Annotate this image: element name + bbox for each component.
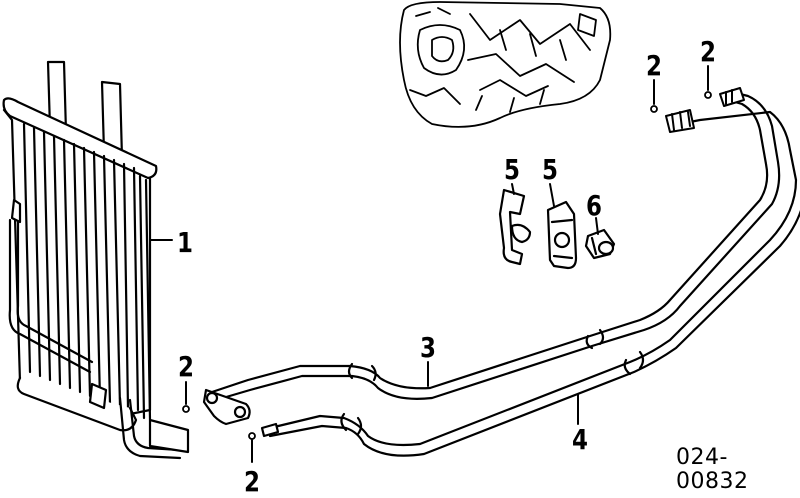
cooler-line-lower <box>268 110 800 457</box>
callout-cooler: 1 <box>177 226 193 259</box>
callout-bracket-left: 5 <box>504 153 520 186</box>
bracket-right <box>546 200 578 270</box>
bracket-left <box>498 188 532 266</box>
callout-fitting: 6 <box>586 189 602 222</box>
callout-clip-lower-bottom: 2 <box>244 465 260 498</box>
oil-cooler <box>2 60 190 460</box>
callout-line-lower: 4 <box>572 423 588 456</box>
leader-lines <box>185 65 709 463</box>
callout-line-upper: 3 <box>420 331 436 364</box>
cooler-line-upper <box>210 90 781 402</box>
reference-code: 024-00832 <box>676 445 749 494</box>
callout-bracket-right: 5 <box>542 153 558 186</box>
clips <box>182 91 712 440</box>
callout-clip-lower-near: 2 <box>178 350 194 383</box>
callout-clip-upper-left: 2 <box>646 49 662 82</box>
fitting-upper-right <box>665 87 745 133</box>
fitting-part-6 <box>584 228 616 260</box>
fitting-block-left <box>202 388 280 438</box>
callout-clip-upper-right: 2 <box>700 35 716 68</box>
transmission-sketch <box>399 1 612 128</box>
